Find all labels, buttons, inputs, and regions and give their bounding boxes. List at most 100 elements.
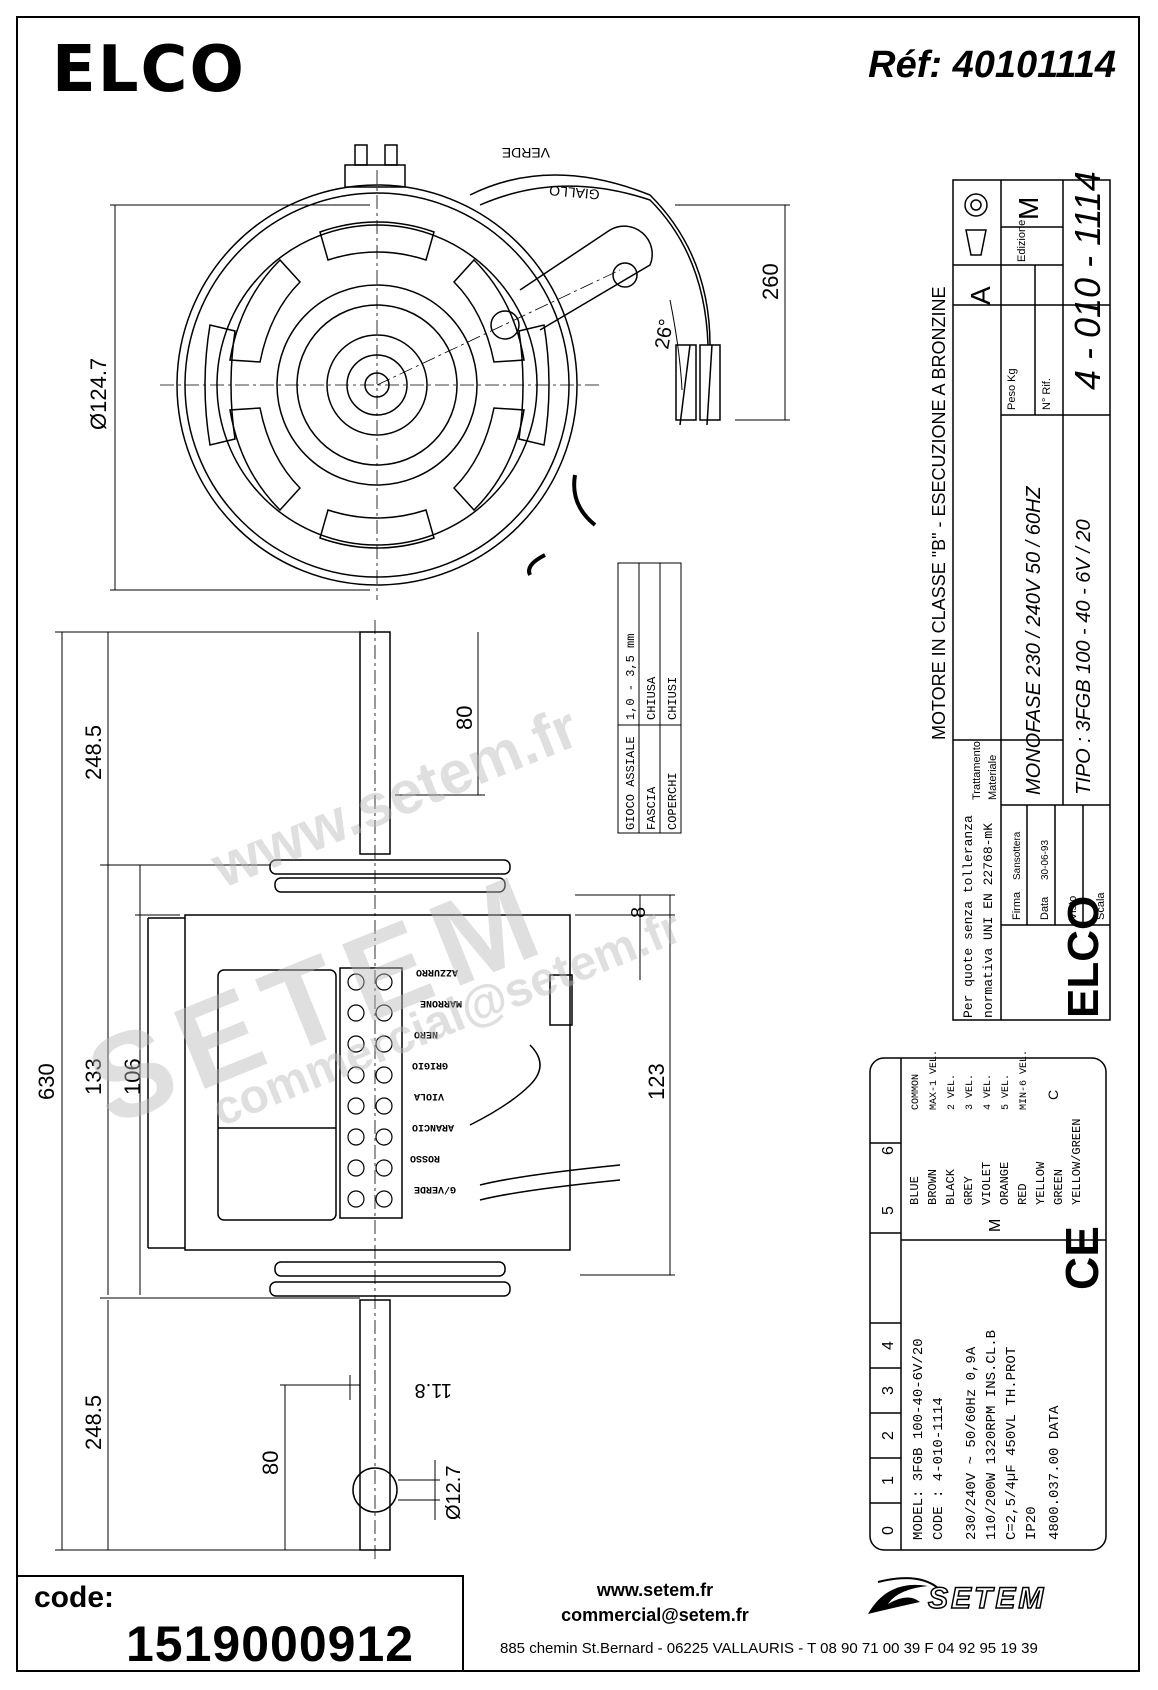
nameplate-line5: 4800.037.00 DATA: [1047, 1405, 1063, 1540]
weight-label: Peso Kg: [1006, 368, 1018, 410]
drawing-number: 4 - 010 - 1114: [1067, 171, 1108, 390]
table-number-0: 0: [880, 1526, 897, 1535]
terminal-label-1: AZZURRO: [416, 966, 458, 977]
wire-fn-7: MIN-6 VEL.: [1019, 1050, 1030, 1110]
motor-front-view: [176, 144, 721, 586]
terminal-label-8: G/VERDE: [414, 1183, 456, 1195]
tolerance-note-2: normativa UNI EN 22768-mK: [981, 823, 996, 1018]
tol-row2-value: CHIUSA: [645, 676, 659, 720]
code-value: 1519000912: [126, 1616, 415, 1672]
drawing-frame: [16, 16, 1140, 1672]
nameplate-line4: IP20: [1024, 1506, 1040, 1540]
title-block-logo: ELCO: [1059, 896, 1108, 1018]
phase-spec: MONOFASE 230 / 240V 50 / 60HZ: [1023, 486, 1045, 795]
tol-row3-value: CHIUSI: [666, 677, 680, 720]
visto-label: Visto: [1067, 896, 1079, 920]
contact-block: www.setem.fr commercial@setem.fr: [540, 1578, 770, 1628]
edition-label: Edizione: [1016, 220, 1028, 262]
nameplate-lines: MODEL: 3FGB 100-40-6V/20 CODE : 4-010-11…: [911, 1330, 1063, 1540]
table-number-5: 5: [880, 1206, 897, 1215]
wire-color-1: BLUE: [908, 1176, 922, 1205]
setem-swoosh-icon: [868, 1577, 939, 1614]
nameplate-line2: 110/200W 1320RPM INS.CL.B: [984, 1330, 1000, 1540]
terminal-labels: AZZURRO MARRONE NERO GRIGIO VIOLA ARANCI…: [410, 966, 462, 1195]
tol-row2-label: FASCIA: [645, 786, 659, 830]
wire-color-3: BLACK: [944, 1168, 958, 1205]
dim-total-length: 630: [34, 1063, 59, 1100]
wire-fn-3: 2 VEL.: [947, 1074, 958, 1110]
edition-value: M: [1013, 197, 1044, 220]
ref-label: N° Rif.: [1041, 378, 1053, 410]
title-block: [952, 179, 1111, 1021]
nameplate-line1: 230/240V ~ 50/60Hz 0,9A: [964, 1346, 980, 1540]
code-label: code:: [34, 1581, 115, 1614]
dim-shaft-top: 248.5: [81, 725, 106, 780]
motor-class: MOTORE IN CLASSE "B" - ESECUZIONE A BRON…: [929, 286, 949, 740]
table-number-1: 1: [880, 1476, 897, 1485]
terminal-label-3: NERO: [414, 1028, 438, 1039]
dim-shaft-bottom: 248.5: [81, 1395, 106, 1450]
capacitor-symbol: C: [1045, 1090, 1061, 1100]
code-box: code: 1519000912: [16, 1575, 464, 1672]
wire-fn-1: COMMON: [911, 1074, 922, 1110]
motor-side-view: [147, 631, 621, 1551]
dim-body-outer: 133: [81, 1058, 106, 1095]
terminal-label-7: ROSSO: [410, 1152, 440, 1163]
setem-brand: SETEM: [927, 1581, 1047, 1616]
elco-logo: ELCO: [52, 33, 246, 107]
nameplate-model: MODEL: 3FGB 100-40-6V/20: [911, 1338, 927, 1540]
wire-color-8: YELLOW: [1034, 1161, 1048, 1205]
website-link[interactable]: www.setem.fr: [596, 1580, 714, 1600]
dim-diameter: Ø124.7: [86, 358, 111, 430]
dim-flat-top: 80: [452, 706, 477, 730]
dim-flat-bottom: 80: [258, 1451, 283, 1475]
dim-body-inner: 106: [120, 1058, 145, 1095]
dim-shaft-diameter: Ø12.7: [443, 1466, 465, 1520]
dim-arm-length: 260: [758, 263, 783, 300]
terminal-label-4: GRIGIO: [412, 1059, 448, 1070]
firma-value: Sansottera: [1012, 831, 1023, 880]
reference-number: Réf: 40101114: [868, 44, 1116, 86]
wire-color-rows: BLUE COMMON BROWN MAX-1 VEL. BLACK 2 VEL…: [908, 1050, 1084, 1205]
dim-angle: 26°: [651, 317, 678, 351]
wire-color-5: VIOLET: [980, 1162, 994, 1205]
terminal-label-6: ARANCIO: [412, 1121, 454, 1132]
motor-symbol: M: [987, 1219, 1004, 1232]
wire-color-6: ORANGE: [998, 1162, 1012, 1205]
terminal-screws: [347, 973, 393, 1208]
nameplate-code: CODE : 4-010-1114: [931, 1397, 947, 1540]
ce-mark: CE: [1056, 1226, 1108, 1290]
terminal-label-5: VIOLA: [414, 1090, 444, 1101]
wire-color-4: GREY: [962, 1176, 976, 1205]
wire-color-9: GREEN: [1052, 1169, 1066, 1205]
tol-row3-label: COPERCHI: [666, 772, 680, 830]
tolerance-table: [617, 562, 682, 834]
wire-color-2: BROWN: [926, 1169, 940, 1205]
wire-label-giallo: GIALLO: [548, 183, 600, 203]
tolerance-note-1: Per quote senza tolleranza: [961, 815, 976, 1018]
wire-fn-5: 4 VEL.: [983, 1074, 994, 1110]
material-label: Materiale: [987, 755, 999, 800]
dim-flat-depth: 11.8: [415, 1379, 452, 1401]
tol-row1-label: GIOCO ASSIALE: [624, 736, 638, 830]
type-spec: TIPO : 3FGB 100 - 40 - 6V / 20: [1073, 519, 1095, 795]
dim-body-right: 123: [644, 1063, 669, 1100]
terminal-label-2: MARRONE: [420, 997, 462, 1008]
tol-row1-value: 1,0 - 3,5 mm: [624, 634, 638, 720]
wire-fn-4: 3 VEL.: [965, 1074, 976, 1110]
treatment-label: Trattamento: [971, 741, 983, 800]
dim-offset-8: 8: [628, 907, 650, 918]
table-number-4: 4: [880, 1341, 897, 1350]
wiring-nameplate-table: [869, 1057, 1107, 1551]
data-label: Data: [1039, 896, 1051, 920]
wire-label-verde: VERDE: [502, 145, 550, 161]
nameplate-line3: C=2,5/4µF 450VL TH.PROT: [1004, 1347, 1020, 1540]
table-number-3: 3: [880, 1386, 897, 1395]
company-address: 885 chemin St.Bernard - 06225 VALLAURIS …: [500, 1640, 1038, 1657]
email-link[interactable]: commercial@setem.fr: [561, 1605, 749, 1625]
scala-label: Scala: [1095, 892, 1107, 920]
data-value: 30-06-93: [1040, 840, 1051, 880]
wire-fn-6: 5 VEL.: [1001, 1074, 1012, 1110]
firma-label: Firma: [1011, 891, 1023, 920]
